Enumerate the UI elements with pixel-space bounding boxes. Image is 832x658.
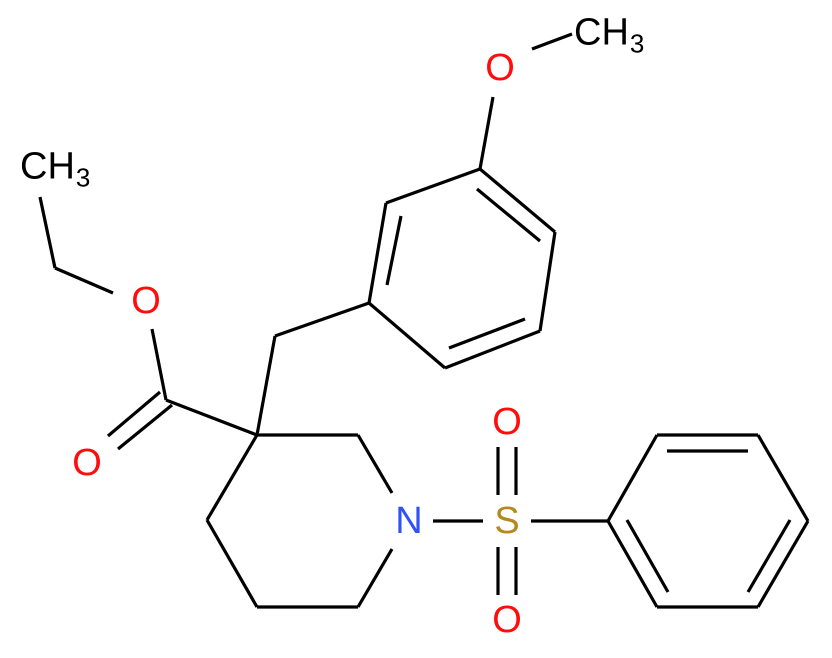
oxygen-text: O [131, 280, 161, 322]
bond-line [606, 434, 659, 522]
double-bond-inner-line [625, 519, 670, 593]
bond-line [274, 301, 370, 338]
bond-line [606, 520, 659, 608]
bond-line [38, 196, 57, 269]
bond-line [205, 519, 259, 608]
nitrogen-text: N [395, 500, 423, 542]
bond-line [531, 32, 573, 51]
bond-line [356, 548, 394, 608]
bond-lines [38, 32, 810, 609]
bond-line [150, 328, 168, 401]
double-bond-inner-line [385, 215, 403, 286]
sulfonyl-oxygen-bottom-label: O [492, 601, 522, 639]
bond-line [444, 329, 541, 370]
methyl-subscript: 3 [75, 162, 91, 193]
methyl-text: CH [574, 11, 629, 54]
bond-line [367, 202, 388, 304]
oxygen-text: O [485, 47, 515, 89]
bond-line [756, 520, 810, 608]
bond-line [205, 434, 259, 521]
bond-line [756, 434, 810, 522]
methoxy-oxygen-label: O [485, 49, 515, 87]
bond-line [385, 167, 481, 205]
double-bond-inner-line [746, 519, 792, 593]
bond-line [255, 335, 277, 436]
bond-line [478, 167, 557, 234]
sulfonyl-oxygen-top-label: O [492, 403, 522, 441]
bond-line [116, 403, 174, 451]
ethyl-methyl-label: CH3 [20, 148, 90, 197]
bond-line [54, 266, 114, 295]
ring-nitrogen-label: N [395, 502, 422, 540]
sulfur-text: S [494, 500, 520, 542]
methyl-subscript: 3 [629, 28, 645, 59]
double-bond-inner-line [448, 317, 526, 350]
carbonyl-oxygen-label: O [72, 444, 102, 482]
bond-line [165, 398, 258, 437]
double-bond-inner-line [475, 187, 542, 243]
methyl-text: CH [20, 145, 75, 188]
oxygen-text: O [72, 442, 102, 484]
bond-line [478, 96, 495, 170]
bond-line [538, 231, 557, 332]
oxygen-text: O [492, 599, 522, 641]
bond-line [356, 434, 394, 494]
ester-oxygen-label: O [131, 282, 161, 320]
bond-line [367, 301, 447, 370]
bond-line [106, 390, 162, 438]
oxygen-text: O [492, 401, 522, 443]
methoxy-methyl-label: CH3 [574, 14, 644, 63]
sulfur-label: S [494, 502, 519, 540]
